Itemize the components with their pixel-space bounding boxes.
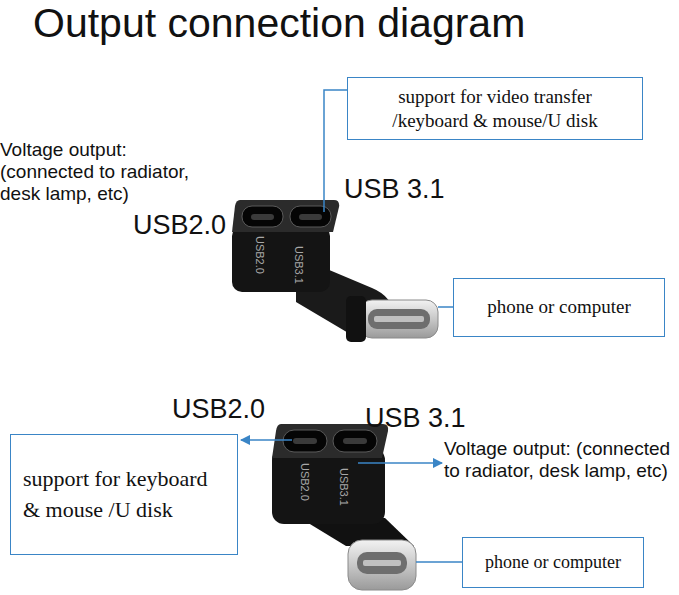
leader-line — [324, 90, 347, 212]
callout-box: phone or computer — [462, 537, 644, 588]
diagram-title: Output connection diagram — [33, 0, 525, 47]
port-label: USB2.0 — [133, 210, 226, 241]
port-tongue — [343, 438, 367, 444]
callout-text: phone or computer — [462, 296, 656, 319]
plug-slot — [368, 309, 430, 329]
usb-port — [290, 206, 331, 227]
leader-arrow — [241, 439, 292, 441]
callout-box: support for keyboard & mouse /U disk — [10, 434, 238, 555]
usb-c-plug — [360, 300, 438, 338]
device-marking: USB2.0 — [253, 236, 266, 274]
port-tongue — [293, 438, 317, 444]
leader-arrow — [358, 462, 442, 464]
callout-text: support for keyboard & mouse /U disk — [23, 464, 225, 526]
callout-text: phone or computer — [469, 552, 637, 574]
usb-port — [333, 430, 377, 452]
voltage-note: Voltage output: (connected to radiator, … — [444, 438, 674, 482]
plug-slot — [357, 552, 407, 574]
adapter-top-face — [232, 200, 339, 232]
usb-port — [242, 206, 283, 227]
plug-tongue — [363, 560, 401, 566]
voltage-note: Voltage output: (connected to radiator, … — [0, 139, 222, 205]
port-tongue — [299, 214, 322, 220]
top-adapter — [232, 200, 438, 342]
leader-lines — [241, 90, 462, 562]
device-marking: USB3.1 — [337, 468, 350, 506]
usb-c-plug — [348, 540, 416, 590]
leader-line — [438, 306, 453, 308]
device-marking: USB2.0 — [298, 463, 311, 501]
port-label: USB 3.1 — [365, 403, 466, 434]
plug-tongue — [374, 316, 424, 322]
plug-collar — [346, 296, 366, 342]
port-label: USB 3.1 — [344, 174, 445, 205]
device-marking: USB3.1 — [292, 246, 305, 284]
bottom-adapter — [272, 424, 416, 590]
leader-line — [416, 561, 462, 563]
usb-port — [283, 430, 327, 452]
callout-box: phone or computer — [453, 278, 665, 337]
port-label: USB2.0 — [172, 394, 265, 425]
adapter-body — [232, 226, 330, 292]
callout-text: support for video transfer /keyboard & m… — [370, 85, 620, 133]
port-tongue — [251, 214, 274, 220]
adapter-body — [272, 448, 385, 524]
callout-box: support for video transfer /keyboard & m… — [347, 77, 643, 140]
